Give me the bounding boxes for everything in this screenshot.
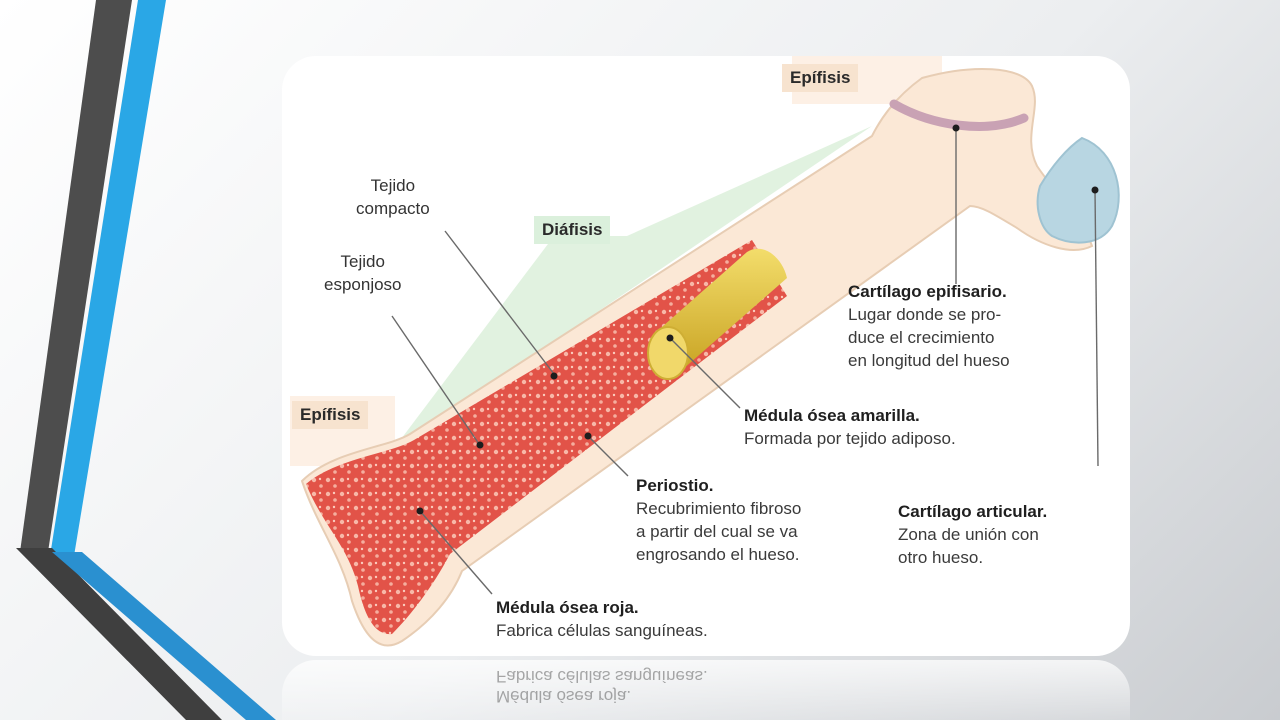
articular-cartilage: [1036, 136, 1120, 244]
dark-stripe: [20, 0, 132, 552]
card-reflection: Médula ósea roja. Fabrica células sanguí…: [282, 660, 1130, 720]
medula-roja-label: Médula ósea roja. Fabrica células sanguí…: [496, 598, 708, 640]
periostio-label: Periostio. Recubrimiento fibroso a parti…: [636, 476, 802, 564]
tejido-esponjoso-label: Tejido esponjoso: [324, 252, 402, 294]
cartilago-articular-label: Cartílago articular. Zona de unión con o…: [898, 502, 1048, 567]
blue-diagonal: [52, 552, 276, 720]
medula-amarilla-label: Médula ósea amarilla. Formada por tejido…: [744, 406, 956, 448]
yellow-marrow-end: [647, 326, 689, 380]
cartilago-epifisario-label: Cartílago epifisario. Lugar donde se pro…: [848, 282, 1010, 370]
pointer-lines: [391, 128, 1099, 595]
epifisis-top-label: Epífisis: [782, 64, 859, 92]
epifisis-bottom-label: Epífisis: [292, 401, 369, 429]
blue-stripe: [50, 0, 166, 556]
tejido-compacto-label: Tejido compacto: [356, 176, 430, 218]
pointer-dots: [416, 124, 1099, 515]
dark-diagonal: [16, 548, 222, 720]
epiphyseal-line: [889, 99, 1029, 131]
diagram-card: Epífisis Epífisis Diáfisis Tejido compac…: [282, 56, 1130, 656]
yellow-marrow: [654, 248, 787, 370]
reflection-text: Médula ósea roja. Fabrica células sanguí…: [496, 667, 708, 706]
diafisis-label: Diáfisis: [534, 216, 611, 244]
